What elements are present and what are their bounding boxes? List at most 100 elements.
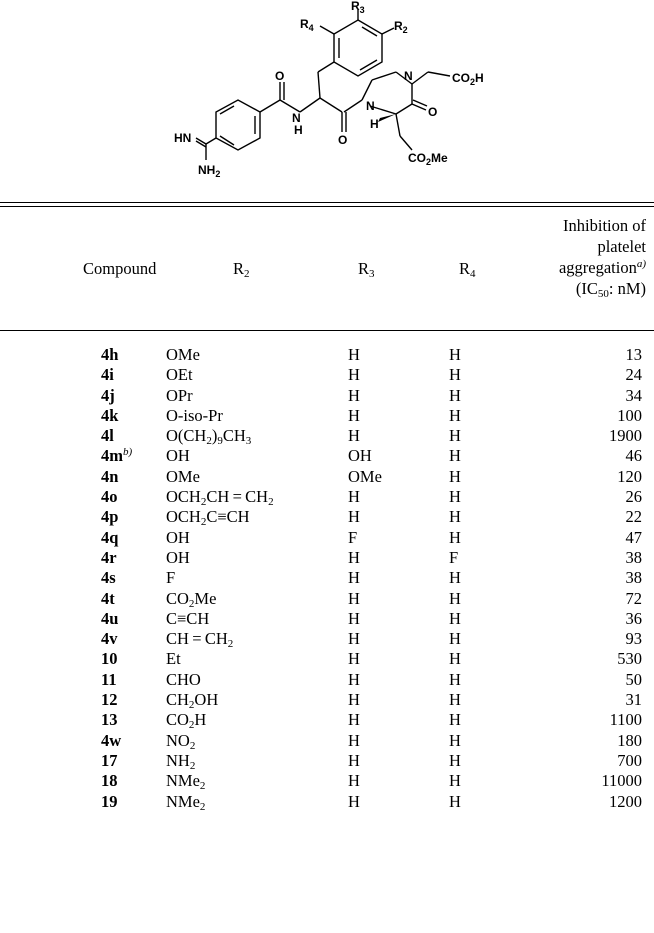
cell-r4: H — [449, 690, 461, 710]
phenyl-ring-amidine — [215, 99, 261, 151]
label-nh: N — [292, 111, 301, 125]
cell-r4: H — [449, 385, 461, 405]
cell-compound: 12 — [101, 690, 118, 710]
cell-compound: 4h — [101, 345, 119, 364]
structure-svg: R3 R4 R2 CO2H CO2Me N N O O O N H H HN N… — [174, 0, 484, 179]
cell-r4: H — [449, 487, 461, 507]
label-r2: R2 — [394, 19, 408, 35]
header-r2: R2 — [233, 259, 250, 280]
cell-r4: H — [449, 771, 461, 791]
cell-r4: H — [449, 791, 461, 811]
header-inhibition-line4: (IC50: nM) — [575, 279, 646, 300]
cell-r2: CO2H — [166, 710, 207, 732]
cell-r2: CH2OH — [166, 690, 219, 712]
cell-ic50: 46 — [625, 446, 643, 466]
cell-r3: F — [348, 527, 358, 547]
cell-compound: 4w — [101, 730, 122, 750]
cell-r3: H — [348, 405, 360, 425]
footnote-a-marker: a) — [636, 258, 646, 270]
cell-compound: 4u — [101, 608, 119, 628]
cell-ic50: 47 — [625, 527, 643, 547]
cell-r4: H — [449, 710, 461, 730]
cell-compound: 4i — [101, 365, 114, 385]
cell-ic50: 13 — [625, 345, 643, 364]
cell-ic50: 26 — [625, 487, 643, 507]
cell-ic50: 1100 — [609, 710, 642, 730]
header-inhibition: Inhibition of platelet aggregationa) (IC… — [496, 215, 646, 300]
cell-r2: OMe — [166, 345, 200, 364]
cell-r2: F — [166, 568, 176, 588]
cell-ic50: 72 — [625, 588, 643, 608]
cell-r2: OH — [166, 547, 190, 567]
cell-r2: CH = CH2 — [166, 629, 234, 651]
cell-r2: O(CH2)9CH3 — [166, 426, 252, 448]
header-inhibition-line1: Inhibition of — [563, 216, 646, 235]
header-r4: R4 — [459, 259, 476, 280]
cell-ic50: 24 — [625, 365, 643, 385]
cell-r4: H — [449, 365, 461, 385]
cell-r3: H — [348, 487, 360, 507]
cell-r3: OH — [348, 446, 372, 466]
cell-r4: H — [449, 446, 461, 466]
cell-r2: OH — [166, 527, 190, 547]
cell-compound: 18 — [101, 771, 118, 791]
label-o-amide: O — [338, 133, 347, 147]
cell-r4: H — [449, 750, 461, 770]
label-o-top: O — [275, 69, 284, 83]
cell-r2: CO2Me — [166, 588, 217, 610]
cell-r2: OCH2C≡CH — [166, 507, 250, 529]
table-top-rule-2 — [0, 206, 654, 207]
cell-compound: 4l — [101, 426, 114, 446]
cell-r4: H — [449, 405, 461, 425]
cell-ic50: 11000 — [601, 771, 642, 791]
label-hn: HN — [174, 131, 191, 145]
cell-ic50: 36 — [625, 608, 643, 628]
phenyl-ring-top — [333, 19, 383, 77]
cell-r4: H — [449, 345, 461, 364]
cell-r3: H — [348, 426, 360, 446]
cell-r4: H — [449, 527, 461, 547]
cell-r4: H — [449, 730, 461, 750]
cell-compound: 11 — [101, 669, 117, 689]
cell-r4: H — [449, 426, 461, 446]
cell-r2: CHO — [166, 669, 201, 689]
cell-r3: H — [348, 791, 360, 811]
cell-ic50: 31 — [625, 690, 643, 710]
cell-r4: H — [449, 608, 461, 628]
header-inhibition-line3: aggregationa) — [558, 258, 646, 277]
cell-r4: H — [449, 466, 461, 486]
cell-r2: Et — [166, 649, 181, 669]
label-n-ring: N — [366, 99, 375, 113]
cell-compound: 19 — [101, 791, 118, 811]
cell-ic50: 180 — [617, 730, 642, 750]
cell-ic50: 93 — [625, 629, 643, 649]
cell-ic50: 100 — [617, 405, 642, 425]
chemical-structure: R3 R4 R2 CO2H CO2Me N N O O O N H H HN N… — [150, 0, 530, 180]
cell-ic50: 700 — [617, 750, 642, 770]
cell-r3: H — [348, 649, 360, 669]
cell-r3: H — [348, 568, 360, 588]
cell-r3: H — [348, 730, 360, 750]
cell-r3: H — [348, 385, 360, 405]
cell-r2: C≡CH — [166, 608, 210, 628]
cell-r3: H — [348, 750, 360, 770]
cell-r3: H — [348, 345, 360, 364]
